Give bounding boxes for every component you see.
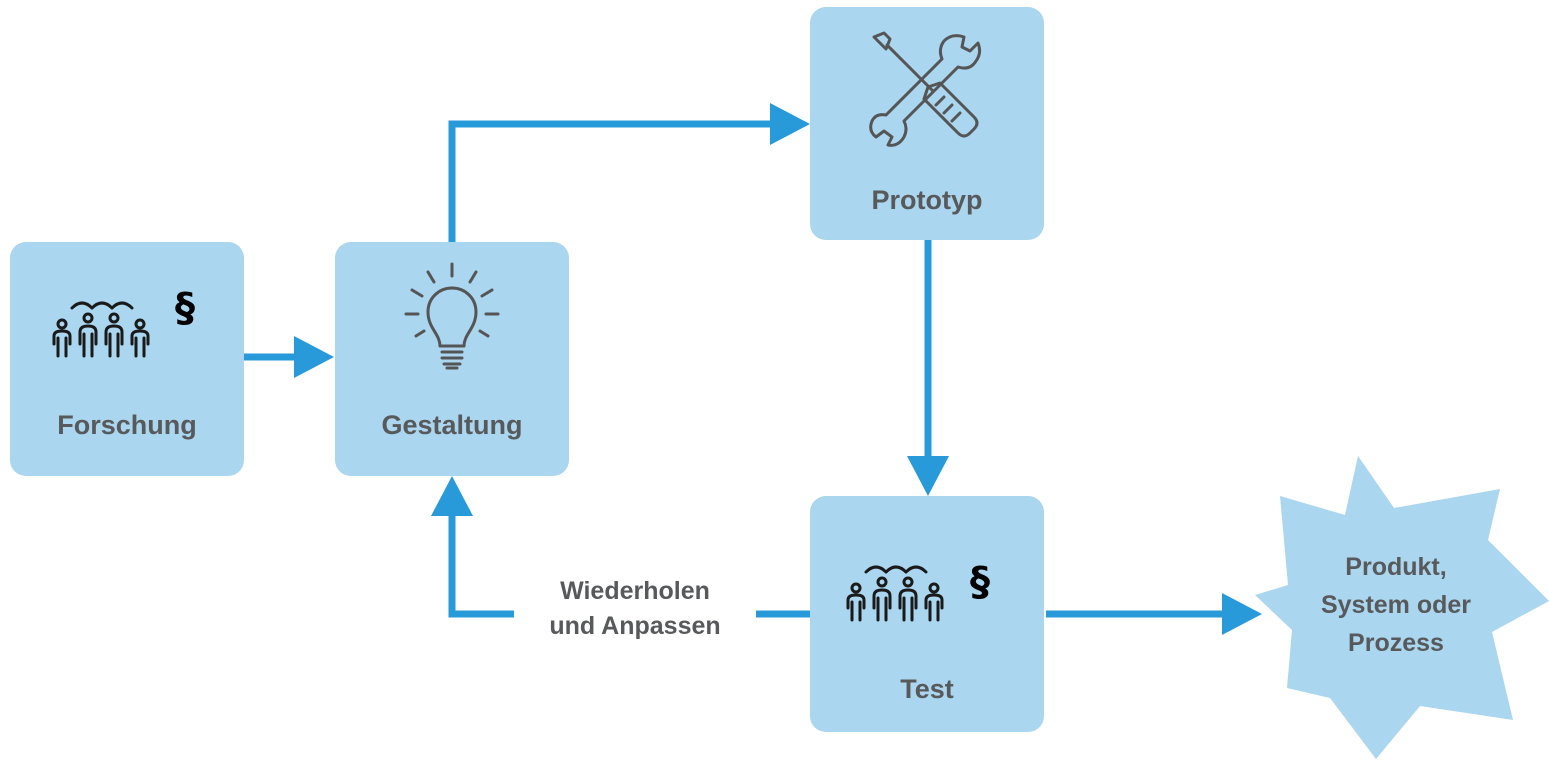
loop-label: Wiederholen und Anpassen xyxy=(514,574,756,644)
result-label-line2: System oder xyxy=(1320,591,1472,619)
paragraph-sign: § xyxy=(175,285,195,331)
paragraph-sign: § xyxy=(970,559,990,605)
loop-label-line1: Wiederholen xyxy=(560,577,710,605)
node-label-test: Test xyxy=(900,674,954,704)
arrow-forschung-gestaltung xyxy=(244,336,334,378)
node-gestaltung: Gestaltung xyxy=(335,242,569,476)
node-forschung: § Forschung xyxy=(10,242,244,476)
loop-label-line2: und Anpassen xyxy=(549,612,721,640)
result-label-line1: Produkt, xyxy=(1345,553,1447,581)
node-label-gestaltung: Gestaltung xyxy=(381,410,523,440)
arrow-prototyp-test xyxy=(907,240,949,496)
node-label-forschung: Forschung xyxy=(57,410,197,440)
result-star-shape xyxy=(1255,456,1549,759)
node-prototyp: Prototyp xyxy=(810,7,1044,240)
people-group-icon xyxy=(846,565,944,622)
wrench-screwdriver-icon xyxy=(869,31,982,147)
arrow-gestaltung-prototyp xyxy=(448,103,810,242)
result-label-line3: Prozess xyxy=(1348,629,1444,657)
arrow-test-produkt xyxy=(1046,593,1262,635)
lightbulb-icon xyxy=(404,262,500,370)
node-test: § Test xyxy=(810,496,1044,732)
result-label: Produkt, System oder Prozess xyxy=(1290,548,1502,662)
node-label-prototyp: Prototyp xyxy=(871,185,983,215)
people-group-icon xyxy=(52,301,150,358)
